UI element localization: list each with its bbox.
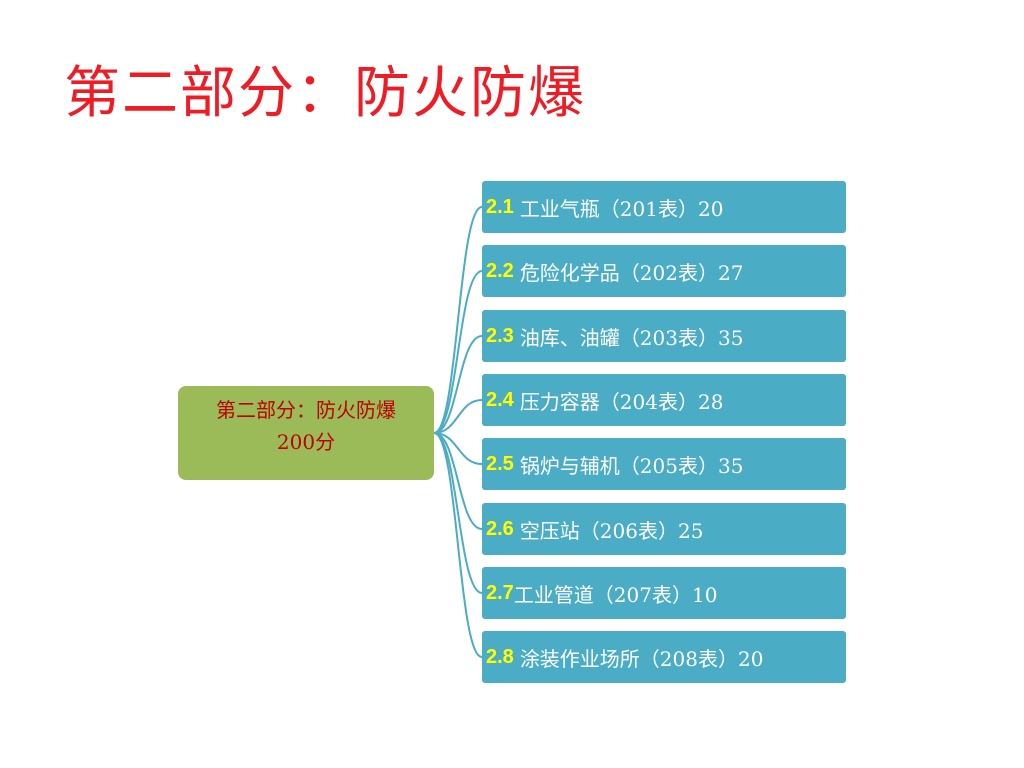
child-node-label: 压力容器（204表）28: [519, 389, 724, 414]
child-node-pressure-vessels: 2.4 压力容器（204表）28: [482, 374, 846, 426]
child-node-hazardous-chemicals: 2.2 危险化学品（202表）27: [482, 245, 846, 297]
child-node-number: 2.6: [486, 517, 514, 540]
child-node-oil-depot-tanks: 2.3 油库、油罐（203表）35: [482, 310, 846, 362]
root-node-title: 第二部分：防火防爆: [216, 398, 396, 422]
child-node-painting-workplace: 2.8 涂装作业场所（208表）20: [482, 631, 846, 683]
child-node-number: 2.8: [486, 645, 514, 668]
child-node-number: 2.4: [486, 388, 514, 411]
child-node-industrial-piping: 2.7 工业管道（207表）10: [482, 567, 846, 619]
child-node-label: 锅炉与辅机（205表）35: [519, 453, 744, 478]
child-node-air-compressor-station: 2.6 空压站（206表）25: [482, 503, 846, 555]
child-node-number: 2.2: [486, 259, 514, 282]
child-node-label: 空压站（206表）25: [519, 518, 704, 543]
child-node-label: 危险化学品（202表）27: [519, 260, 744, 285]
child-node-label: 工业气瓶（201表）20: [519, 196, 724, 221]
connector-2-6: [433, 432, 483, 530]
root-node-score: 200分: [276, 430, 336, 454]
connector-2-8: [433, 432, 483, 658]
connector-2-7: [433, 432, 483, 594]
connector-2-2: [433, 270, 483, 434]
child-node-number: 2.1: [486, 195, 514, 218]
child-node-number: 2.7: [486, 581, 514, 604]
root-node-fire-explosion-prevention: 第二部分：防火防爆 200分: [178, 386, 434, 480]
child-node-label: 涂装作业场所（208表）20: [519, 646, 764, 671]
child-node-gas-cylinders: 2.1 工业气瓶（201表）20: [482, 181, 846, 233]
child-node-label: 工业管道（207表）10: [513, 582, 718, 607]
child-node-boilers-auxiliaries: 2.5 锅炉与辅机（205表）35: [482, 438, 846, 490]
child-node-label: 油库、油罐（203表）35: [519, 325, 744, 350]
child-node-number: 2.3: [486, 324, 514, 347]
connector-2-5: [433, 432, 483, 465]
connector-2-4: [433, 399, 483, 434]
child-node-number: 2.5: [486, 452, 514, 475]
slide-title: 第二部分：防火防爆: [64, 61, 586, 126]
connector-2-3: [433, 335, 483, 434]
connector-2-1: [433, 206, 483, 434]
